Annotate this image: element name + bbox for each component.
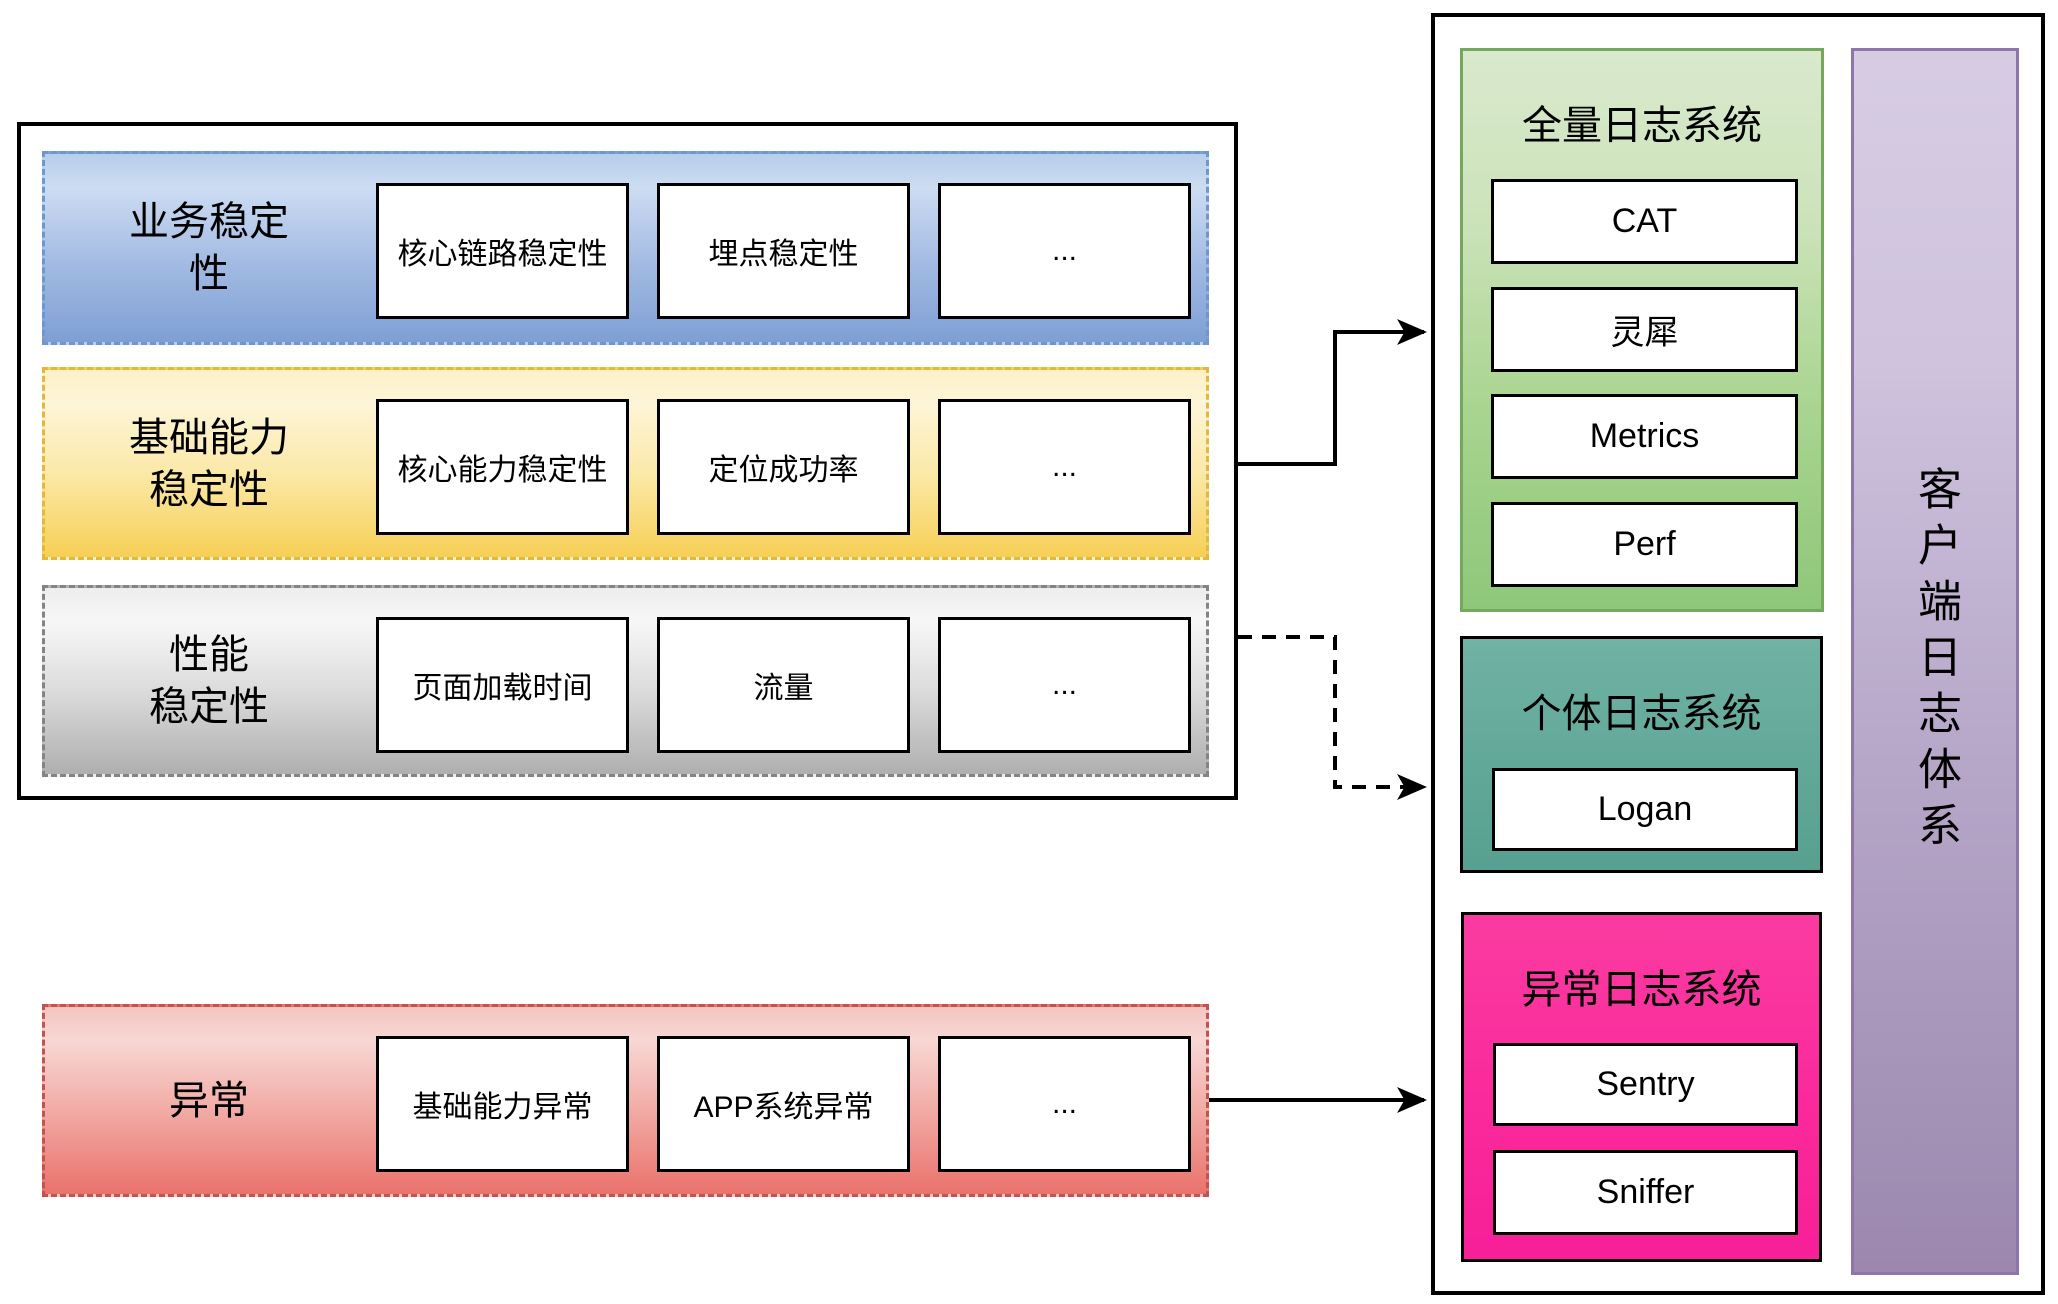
exception-label-line1: 异常 xyxy=(169,1078,249,1123)
business-stability-row: 业务稳定 性 核心链路稳定性 埋点稳定性 ... xyxy=(42,151,1209,345)
business-more-box: ... xyxy=(938,183,1191,319)
arrow-stability-to-full-log xyxy=(1238,319,1427,466)
performance-stability-label-line1: 性能 xyxy=(169,633,249,677)
core-link-stability-box: 核心链路稳定性 xyxy=(376,183,629,319)
page-load-time-box: 页面加载时间 xyxy=(376,617,629,753)
individual-log-system-panel: 个体日志系统 Logan xyxy=(1460,636,1823,873)
app-system-exception-box: APP系统异常 xyxy=(657,1036,910,1172)
logan-box: Logan xyxy=(1492,768,1798,851)
full-log-system-title: 全量日志系统 xyxy=(1522,104,1762,148)
core-capability-stability-box: 核心能力稳定性 xyxy=(376,399,629,535)
business-stability-label-line2: 性 xyxy=(189,252,229,296)
full-log-system-panel: 全量日志系统 CAT 灵犀 Metrics Perf xyxy=(1460,48,1824,612)
client-log-vertical-banner: 客户端日志体系 xyxy=(1851,48,2019,1275)
sniffer-box: Sniffer xyxy=(1493,1150,1798,1235)
exception-label: 异常 xyxy=(45,1007,373,1194)
exception-more-box: ... xyxy=(938,1036,1191,1172)
capability-stability-label-line1: 基础能力 xyxy=(129,415,289,460)
exception-log-system-title: 异常日志系统 xyxy=(1521,968,1762,1012)
location-success-rate-box: 定位成功率 xyxy=(657,399,910,535)
metrics-box: Metrics xyxy=(1491,394,1798,479)
individual-log-system-title: 个体日志系统 xyxy=(1521,692,1762,736)
client-log-vertical-label: 客户端日志体系 xyxy=(1911,465,1960,858)
performance-stability-row: 性能 稳定性 页面加载时间 流量 ... xyxy=(42,585,1209,777)
performance-more-box: ... xyxy=(938,617,1191,753)
tracking-stability-box: 埋点稳定性 xyxy=(657,183,910,319)
exception-row: 异常 基础能力异常 APP系统异常 ... xyxy=(42,1004,1209,1197)
performance-stability-label: 性能 稳定性 xyxy=(45,588,373,774)
exception-log-system-panel: 异常日志系统 Sentry Sniffer xyxy=(1461,912,1822,1262)
capability-stability-label-line2: 稳定性 xyxy=(149,467,269,512)
arrow-performance-to-individual-log xyxy=(1238,635,1427,800)
capability-stability-row: 基础能力 稳定性 核心能力稳定性 定位成功率 ... xyxy=(42,367,1209,560)
business-stability-label: 业务稳定 性 xyxy=(45,154,373,342)
perf-box: Perf xyxy=(1491,502,1798,587)
business-stability-label-line1: 业务稳定 xyxy=(129,200,289,244)
cat-box: CAT xyxy=(1491,179,1798,264)
performance-stability-label-line2: 稳定性 xyxy=(149,685,269,729)
capability-more-box: ... xyxy=(938,399,1191,535)
lingxi-box: 灵犀 xyxy=(1491,287,1798,372)
traffic-box: 流量 xyxy=(657,617,910,753)
capability-stability-label: 基础能力 稳定性 xyxy=(45,370,373,557)
capability-exception-box: 基础能力异常 xyxy=(376,1036,629,1172)
sentry-box: Sentry xyxy=(1493,1043,1798,1126)
